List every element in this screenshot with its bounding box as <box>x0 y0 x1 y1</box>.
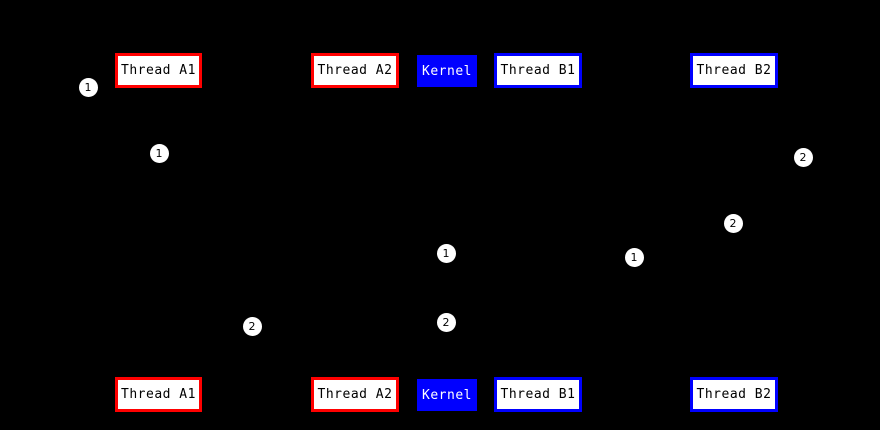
step-marker-label: 2 <box>729 216 737 230</box>
participant-box-kernel-bottom[interactable]: Kernel <box>417 379 477 411</box>
message-arrow-msg-5 <box>355 262 447 270</box>
message-arrow-msg-7 <box>355 331 447 339</box>
step-marker-2b: 2 <box>723 213 743 233</box>
step-marker-2a: 2 <box>793 147 813 167</box>
participant-label: Thread B2 <box>696 63 772 78</box>
step-marker-label: 2 <box>442 315 450 329</box>
participant-label: Thread A1 <box>121 63 196 78</box>
participant-box-thread-a1-top[interactable]: Thread A1 <box>115 53 202 88</box>
participant-label: Thread A2 <box>317 387 393 402</box>
step-marker-2c: 2 <box>436 312 456 332</box>
participant-label: Thread B2 <box>696 387 772 402</box>
message-arrow-msg-1 <box>88 96 158 104</box>
message-arrow-msg-4 <box>538 232 734 240</box>
message-arrow-msg-3 <box>734 166 803 174</box>
step-marker-label: 1 <box>155 146 163 160</box>
step-marker-1d: 1 <box>624 247 644 267</box>
participant-box-thread-a1-bottom[interactable]: Thread A1 <box>115 377 202 412</box>
participant-label: Thread A2 <box>317 63 393 78</box>
step-marker-label: 1 <box>84 80 92 94</box>
step-marker-label: 1 <box>630 250 638 264</box>
message-arrow-msg-6 <box>447 266 538 274</box>
step-marker-label: 2 <box>799 150 807 164</box>
participant-box-thread-b2-bottom[interactable]: Thread B2 <box>690 377 778 412</box>
participant-label: Kernel <box>422 387 472 403</box>
step-marker-label: 2 <box>248 319 256 333</box>
participant-box-kernel-top[interactable]: Kernel <box>417 55 477 87</box>
participant-label: Thread A1 <box>121 387 196 402</box>
participant-box-thread-b1-bottom[interactable]: Thread B1 <box>494 377 582 412</box>
message-arrow-msg-2 <box>158 162 355 170</box>
participant-box-thread-b2-top[interactable]: Thread B2 <box>690 53 778 88</box>
message-arrow-msg-8 <box>158 335 355 343</box>
step-marker-label: 1 <box>442 246 450 260</box>
participant-box-thread-b1-top[interactable]: Thread B1 <box>494 53 582 88</box>
participant-box-thread-a2-top[interactable]: Thread A2 <box>311 53 399 88</box>
participant-label: Kernel <box>422 63 472 79</box>
step-marker-1a: 1 <box>78 77 98 97</box>
step-marker-1b: 1 <box>149 143 169 163</box>
step-marker-1c: 1 <box>436 243 456 263</box>
participant-box-thread-a2-bottom[interactable]: Thread A2 <box>311 377 399 412</box>
participant-label: Thread B1 <box>500 387 576 402</box>
participant-label: Thread B1 <box>500 63 576 78</box>
step-marker-2d: 2 <box>242 316 262 336</box>
